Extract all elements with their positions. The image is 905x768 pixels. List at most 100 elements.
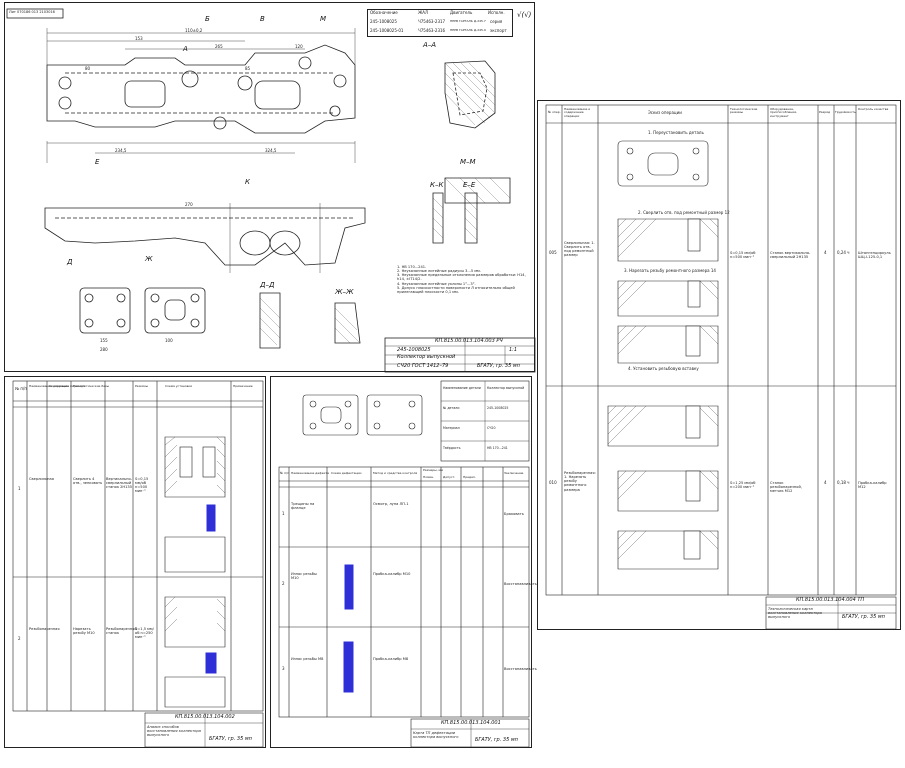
sketch-callout: 2. Сверлить отв. под ремонтный размер 12	[638, 210, 730, 215]
op-equipment: Станок резьбонарезной, метчик М12	[770, 481, 802, 494]
title-doc-code: КП.815.00.013.104.004 ТП	[796, 597, 865, 603]
op-row-verdict: Восстанавливать	[504, 667, 537, 671]
spec-cell: серия	[490, 19, 503, 24]
title-name: Технологическая карта восстановления кол…	[768, 607, 822, 620]
op-row-no: 3	[282, 666, 285, 671]
stamp-text: Лит 070186 013 2103016	[9, 10, 55, 14]
dim: 120	[295, 44, 303, 49]
note-line: 3. Неуказанные предельные отклонения раз…	[397, 273, 526, 282]
op-name: Сверлильная: 1. Сверлить отв. под ремонт…	[564, 241, 595, 258]
op-modes: S=0,15 мм/об n=500 мин⁻¹	[730, 251, 756, 260]
header-cell: Материал	[443, 426, 460, 430]
row-modes: S=1,5 мм/об n=250 мин⁻¹	[135, 627, 154, 640]
op-row-verdict: Восстанавливать	[504, 582, 537, 586]
op-name: Резьбонарезная: 1. Нарезать резьбу ремон…	[564, 471, 596, 492]
spec-cell: ПЕРВ ГАРТАЛЬ Д-245.7	[450, 19, 486, 23]
op-header: Заключение	[504, 471, 524, 475]
op-header: № п/п	[280, 471, 290, 475]
view-label-k: К	[245, 178, 250, 186]
op-header: Предел.	[463, 475, 476, 479]
op-grade: 4	[824, 250, 827, 255]
view-label-v: В	[260, 15, 265, 23]
op-header: Метод и средства контроля	[373, 471, 418, 475]
op-row-defect: Износ резьбы М10	[291, 572, 317, 581]
title-name: Анализ способов восстановления коллектор…	[147, 725, 201, 738]
op-control: Пробка-калибр М12	[858, 481, 887, 490]
spec-header-4: Исполн.	[488, 10, 505, 15]
dim: 153	[135, 36, 143, 41]
process-header: Режимы	[135, 384, 148, 388]
defect-card-graphics	[278, 380, 530, 748]
section-label-mm: М–М	[460, 158, 476, 166]
title-org: БГАТУ, гр. 35 мп	[477, 363, 520, 369]
spec-cell: Ч75463-2317	[418, 19, 446, 24]
row-modes: S=0,15 мм/об n=500 мин⁻¹	[135, 477, 149, 494]
dim: 324,5	[265, 148, 277, 153]
restore-header: Трудоёмкость	[835, 110, 856, 114]
header-cell: 245-1008025	[487, 406, 509, 410]
op-no: 005	[549, 250, 557, 255]
row-tool: Резьбонарезной станок	[106, 627, 137, 636]
dim: 265	[215, 44, 223, 49]
section-label-kk: К–К	[430, 181, 444, 189]
sheet-defect-card: Наименование детали Коллектор выпускной …	[270, 376, 537, 748]
op-row-no: 1	[282, 511, 285, 516]
op-row-defect: Трещины на фланце	[291, 502, 315, 511]
op-row-method: Пробка-калибр М10	[373, 572, 411, 576]
spec-cell: 245-1008025	[370, 19, 397, 24]
op-header: Размеры, мм	[423, 468, 444, 472]
view-label-b: Б	[205, 15, 210, 23]
header-cell: № детали	[443, 406, 460, 410]
title-org: БГАТУ, гр. 35 мп	[475, 737, 518, 743]
header-cell: НВ 170...241	[487, 446, 508, 450]
op-header: Наименование дефекта	[291, 471, 329, 475]
header-cell: Твёрдость	[443, 446, 461, 450]
op-row-method: Пробка-калибр М8	[373, 657, 409, 661]
process-header: Содержание перехода	[49, 384, 86, 388]
row-name: Резьбонарезная	[29, 627, 60, 631]
restore-header: Эскиз операции	[648, 110, 682, 115]
sketch-callout: 4. Установить резьбовую вставку	[628, 366, 699, 371]
row-tool: Вертикально-сверлильный станок 2Н135	[106, 477, 133, 490]
dim: 270	[185, 202, 193, 207]
note-line: 5. Допуск плоскостности поверхности Л от…	[397, 285, 515, 294]
op-header: Схема дефектации	[331, 471, 362, 475]
header-cell: СЧ20	[487, 426, 496, 430]
op-labor: 0,24 ч	[837, 250, 850, 255]
restore-header: Разряд	[819, 110, 831, 114]
process-header: № п/п	[15, 386, 28, 391]
dim: 234,5	[115, 148, 127, 153]
op-control: Штангенциркуль ШЦ-I-125-0,1	[858, 251, 891, 260]
restore-header: Оборудование, приспособления, инструмент	[770, 107, 798, 118]
op-row-no: 2	[282, 581, 285, 586]
op-equipment: Станок вертикально-сверлильный 2Н135	[770, 251, 811, 260]
dim: 80	[85, 66, 91, 71]
dim: 110±0,2	[185, 28, 203, 33]
op-modes: S=1,25 мм/об n=200 мин⁻¹	[730, 481, 756, 490]
title-doc-code: КП.815.00.013.104.001	[441, 720, 501, 726]
note-line: 1. НВ 170...241.	[397, 265, 427, 269]
op-labor: 0,18 ч	[837, 480, 850, 485]
spec-table: Обозначение ЖАЛ Двигатель Исполн. 245-10…	[367, 9, 513, 37]
section-label-ee: Е–Е	[463, 181, 476, 189]
spec-header-2: ЖАЛ	[418, 10, 429, 15]
row-no: 2	[18, 636, 21, 641]
process-header: Наименование операции	[29, 384, 69, 388]
header-cell: Наименование детали	[443, 386, 481, 390]
dim: 280	[100, 347, 108, 352]
spec-header-1: Обозначение	[370, 10, 398, 15]
part-drawing-graphics	[6, 8, 536, 373]
title-material: СЧ20 ГОСТ 1412–79	[397, 363, 449, 369]
spec-cell: ПЕРВ ГАРТАЛЬ Д-245.9	[450, 28, 486, 32]
dim: 85	[245, 66, 251, 71]
sheet-restoration: № опер. Наименование и содержание операц…	[537, 100, 901, 630]
row-name: Сверлильная	[29, 477, 54, 481]
note-line: 2. Неуказанные литейные радиусы 3...5 мм…	[397, 269, 481, 274]
notes-block: 1. НВ 170...241. 2. Неуказанные литейные…	[397, 265, 529, 294]
spec-header-3: Двигатель	[450, 10, 473, 15]
op-row-defect: Износ резьбы М8	[291, 657, 324, 661]
title-part-no: 245-1008025	[397, 347, 431, 353]
title-org: БГАТУ, гр. 35 мп	[842, 614, 885, 620]
restoration-graphics	[545, 104, 897, 630]
sheet-part-drawing: Лит 070186 013 2103016 Обозначение ЖАЛ Д…	[4, 2, 536, 373]
